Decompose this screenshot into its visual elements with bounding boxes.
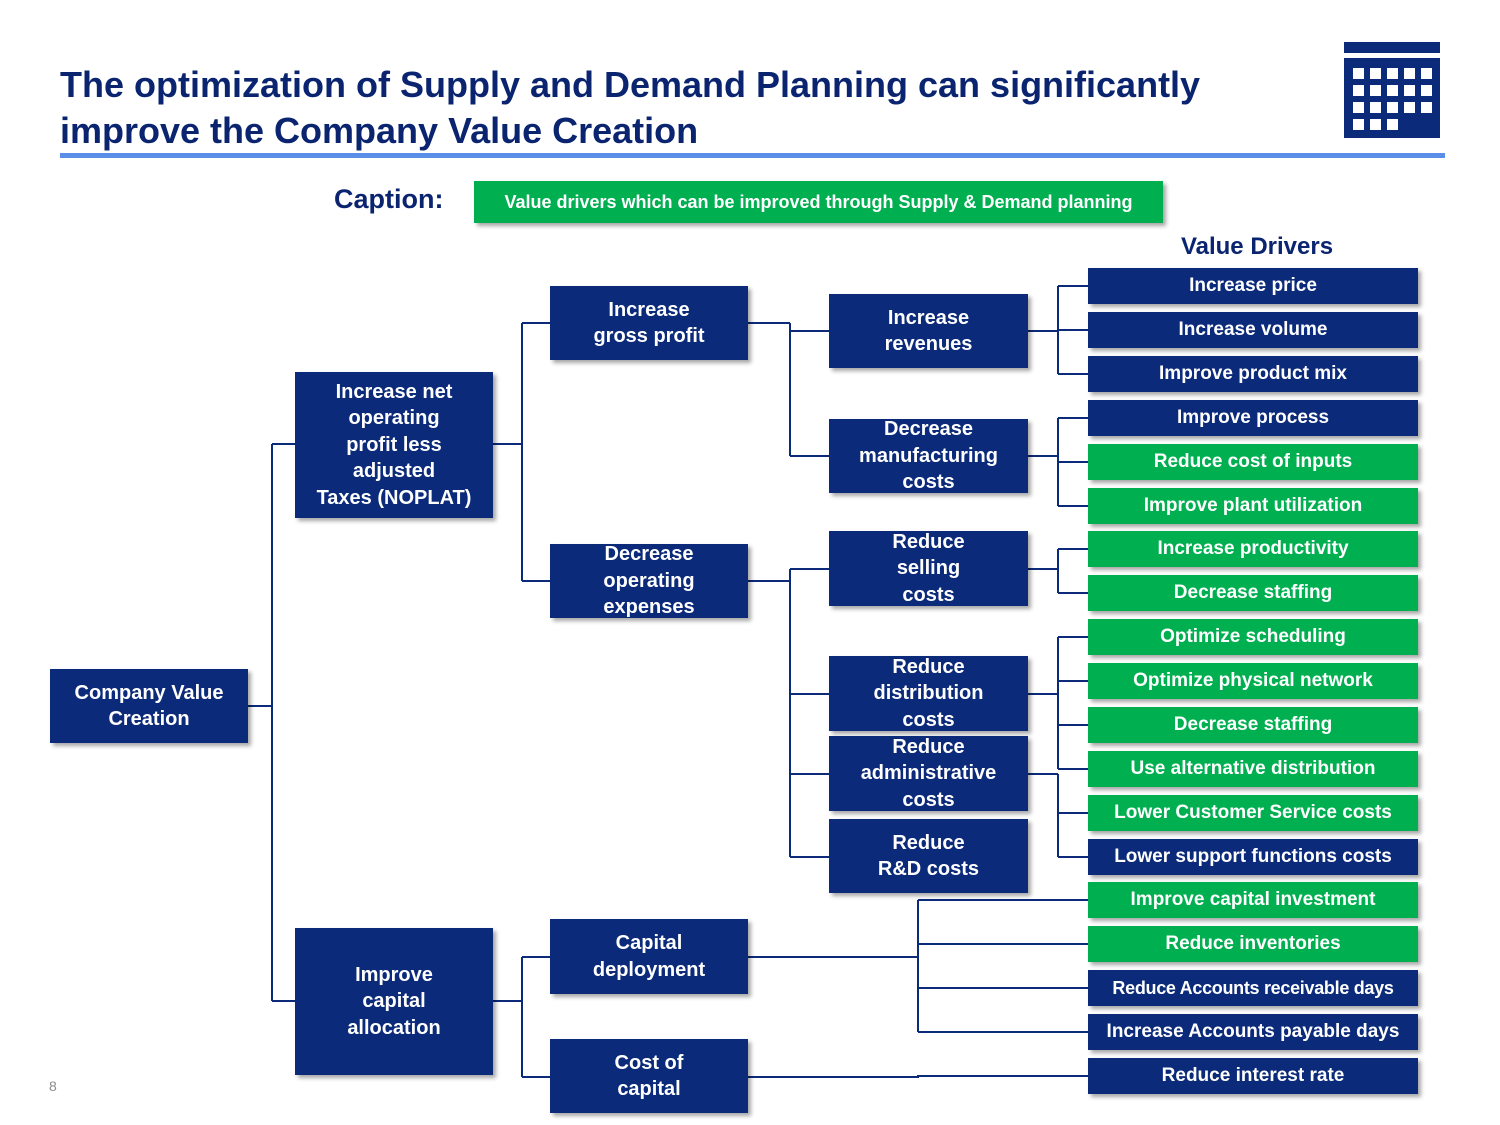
driver-improve-capital-investment: Improve capital investment [1088, 882, 1418, 918]
driver-improve-process: Improve process [1088, 400, 1418, 436]
page-title: The optimization of Supply and Demand Pl… [60, 64, 1201, 151]
driver-reduce-inventories: Reduce inventories [1088, 926, 1418, 962]
value-drivers-heading: Value Drivers [1180, 233, 1334, 260]
node-decrease-operating-expenses: Decrease operating expenses [550, 543, 748, 618]
driver-optimize-scheduling: Optimize scheduling [1088, 619, 1418, 655]
node-increase-gross-profit: Increase gross profit [550, 286, 748, 360]
caption-legend: Value drivers which can be improved thro… [474, 181, 1163, 223]
driver-decrease-staffing-selling: Decrease staffing [1088, 575, 1418, 611]
driver-increase-volume: Increase volume [1088, 312, 1418, 348]
calendar-icon [1344, 42, 1440, 138]
node-cost-of-capital: Cost of capital [550, 1039, 748, 1113]
driver-reduce-interest-rate: Reduce interest rate [1088, 1058, 1418, 1094]
node-reduce-rnd-costs: Reduce R&D costs [829, 819, 1028, 893]
driver-decrease-staffing-distribution: Decrease staffing [1088, 707, 1418, 743]
driver-lower-support-functions-costs: Lower support functions costs [1088, 839, 1418, 875]
driver-reduce-accounts-receivable-days: Reduce Accounts receivable days [1088, 970, 1418, 1006]
driver-increase-accounts-payable-days: Increase Accounts payable days [1088, 1014, 1418, 1050]
node-increase-noplat: Increase net operating profit less adjus… [295, 372, 493, 518]
node-reduce-selling-costs: Reduce selling costs [829, 531, 1028, 606]
node-reduce-administrative-costs: Reduce administrative costs [829, 736, 1028, 811]
node-improve-capital-allocation: Improve capital allocation [295, 928, 493, 1075]
node-reduce-distribution-costs: Reduce distribution costs [829, 656, 1028, 731]
caption-label: Caption: [334, 184, 444, 214]
driver-improve-plant-utilization: Improve plant utilization [1088, 488, 1418, 524]
driver-increase-price: Increase price [1088, 268, 1418, 304]
driver-reduce-cost-of-inputs: Reduce cost of inputs [1088, 444, 1418, 480]
driver-use-alternative-distribution: Use alternative distribution [1088, 751, 1418, 787]
driver-increase-productivity: Increase productivity [1088, 531, 1418, 567]
node-capital-deployment: Capital deployment [550, 919, 748, 994]
node-decrease-manufacturing-costs: Decrease manufacturing costs [829, 418, 1028, 493]
node-company-value-creation: Company Value Creation [50, 669, 248, 743]
driver-lower-customer-service-costs: Lower Customer Service costs [1088, 795, 1418, 831]
title-underline [60, 153, 1445, 158]
driver-improve-product-mix: Improve product mix [1088, 356, 1418, 392]
page-number: 8 [49, 1078, 57, 1094]
driver-optimize-physical-network: Optimize physical network [1088, 663, 1418, 699]
node-increase-revenues: Increase revenues [829, 294, 1028, 368]
